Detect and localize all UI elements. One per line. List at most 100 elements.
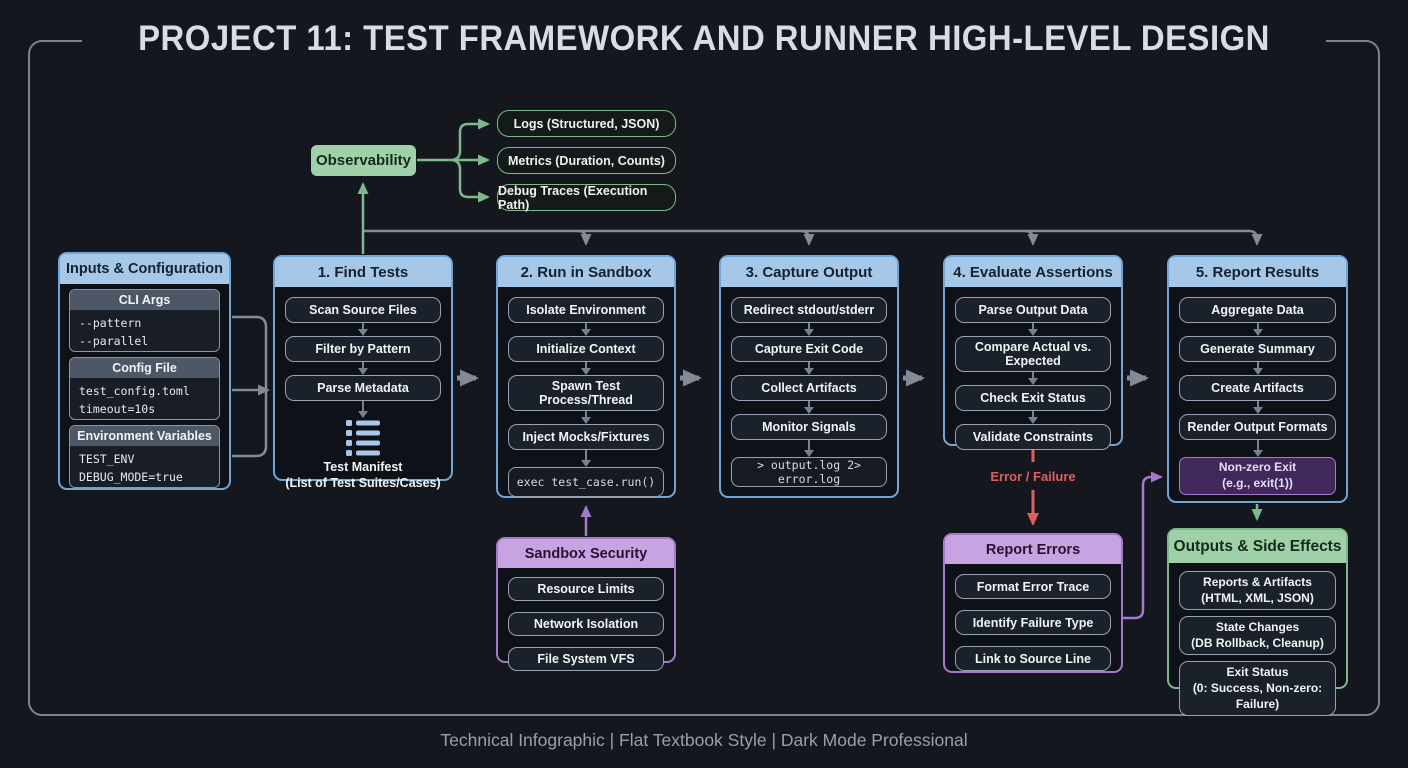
stage-run-in-sandbox: 2. Run in Sandbox Isolate Environment In… bbox=[496, 255, 676, 498]
stage-capture-output-header: 3. Capture Output bbox=[721, 257, 897, 287]
page-title: PROJECT 11: TEST FRAMEWORK AND RUNNER HI… bbox=[82, 19, 1326, 59]
observability-traces-box: Debug Traces (Execution Path) bbox=[497, 184, 676, 212]
state-changes-line2: (DB Rollback, Cleanup) bbox=[1191, 635, 1324, 650]
observability-metrics-box: Metrics (Duration, Counts) bbox=[497, 147, 676, 174]
outputs-side-effects-header: Outputs & Side Effects bbox=[1169, 530, 1346, 563]
step-collect-artifacts: Collect Artifacts bbox=[731, 375, 887, 401]
env-variables-title: Environment Variables bbox=[70, 426, 219, 446]
non-zero-exit-line1: Non-zero Exit bbox=[1218, 460, 1297, 475]
inputs-bracket-lines bbox=[232, 315, 270, 458]
cli-args-code: --pattern --parallel bbox=[79, 316, 149, 348]
observability-lines bbox=[357, 118, 490, 254]
down-arrow-icon bbox=[803, 362, 815, 375]
step-parse-metadata: Parse Metadata bbox=[285, 375, 441, 401]
item-format-error-trace: Format Error Trace bbox=[955, 574, 1111, 599]
stage-evaluate-assertions-header: 4. Evaluate Assertions bbox=[945, 257, 1121, 287]
footer-caption: Technical Infographic | Flat Textbook St… bbox=[440, 730, 968, 750]
stage-find-tests-header: 1. Find Tests bbox=[275, 257, 451, 287]
down-arrow-icon bbox=[357, 362, 369, 375]
spacer bbox=[945, 599, 1121, 610]
config-file-card: Config File test_config.toml timeout=10s bbox=[69, 357, 220, 420]
step-initialize-context: Initialize Context bbox=[508, 336, 664, 362]
config-file-code: test_config.toml timeout=10s bbox=[79, 384, 190, 416]
env-variables-card: Environment Variables TEST_ENV DEBUG_MOD… bbox=[69, 425, 220, 488]
cli-args-title: CLI Args bbox=[70, 290, 219, 310]
reports-artifacts-line1: Reports & Artifacts bbox=[1203, 575, 1312, 589]
inputs-configuration-header: Inputs & Configuration bbox=[60, 254, 229, 284]
down-arrow-icon bbox=[1252, 401, 1264, 414]
item-file-system-vfs: File System VFS bbox=[508, 647, 664, 671]
down-arrow-icon bbox=[580, 450, 592, 467]
reports-artifacts-line2: (HTML, XML, JSON) bbox=[1201, 590, 1314, 605]
item-link-to-source-line: Link to Source Line bbox=[955, 646, 1111, 671]
item-identify-failure-type: Identify Failure Type bbox=[955, 610, 1111, 635]
error-failure-label: Error / Failure bbox=[990, 469, 1076, 484]
config-file-title: Config File bbox=[70, 358, 219, 378]
step-validate-constraints: Validate Constraints bbox=[955, 424, 1111, 450]
stage-evaluate-assertions: 4. Evaluate Assertions Parse Output Data… bbox=[943, 255, 1123, 450]
down-arrow-icon bbox=[1027, 411, 1039, 424]
item-state-changes: State Changes (DB Rollback, Cleanup) bbox=[1179, 616, 1336, 656]
step-scan-source-files: Scan Source Files bbox=[285, 297, 441, 323]
item-network-isolation: Network Isolation bbox=[508, 612, 664, 636]
down-arrow-icon bbox=[1252, 362, 1264, 375]
list-icon bbox=[346, 420, 380, 456]
step-capture-exit-code: Capture Exit Code bbox=[731, 336, 887, 362]
observability-logs-box: Logs (Structured, JSON) bbox=[497, 110, 676, 137]
stage-capture-output: 3. Capture Output Redirect stdout/stderr… bbox=[719, 255, 899, 498]
exec-test-case-code: exec test_case.run() bbox=[508, 467, 664, 497]
observability-box: Observability bbox=[311, 145, 416, 176]
down-arrow-icon bbox=[580, 362, 592, 375]
stage-report-results-header: 5. Report Results bbox=[1169, 257, 1346, 287]
down-arrow-icon bbox=[803, 440, 815, 457]
down-arrow-icon bbox=[357, 401, 369, 418]
down-arrow-icon bbox=[580, 411, 592, 424]
env-variables-code: TEST_ENV DEBUG_MODE=true bbox=[79, 452, 183, 484]
test-manifest-line2: (List of Test Suites/Cases) bbox=[285, 476, 441, 491]
spacer bbox=[498, 636, 674, 647]
stage-run-in-sandbox-header: 2. Run in Sandbox bbox=[498, 257, 674, 287]
outputs-side-effects-panel: Outputs & Side Effects Reports & Artifac… bbox=[1167, 528, 1348, 717]
cli-args-card: CLI Args --pattern --parallel bbox=[69, 289, 220, 352]
step-parse-output-data: Parse Output Data bbox=[955, 297, 1111, 323]
sandbox-security-header: Sandbox Security bbox=[498, 539, 674, 568]
state-changes-line1: State Changes bbox=[1215, 620, 1300, 635]
step-generate-summary: Generate Summary bbox=[1179, 336, 1336, 362]
non-zero-exit-line2: (e.g., exit(1)) bbox=[1222, 476, 1293, 490]
top-rail-lines bbox=[363, 229, 1263, 246]
step-render-output-formats: Render Output Formats bbox=[1179, 414, 1336, 440]
spacer bbox=[945, 635, 1121, 646]
down-arrow-icon bbox=[803, 323, 815, 336]
item-exit-status: Exit Status (0: Success, Non-zero: Failu… bbox=[1179, 661, 1336, 717]
output-log-code: > output.log 2> error.log bbox=[731, 457, 887, 487]
down-arrow-icon bbox=[803, 401, 815, 414]
item-reports-artifacts: Reports & Artifacts (HTML, XML, JSON) bbox=[1179, 571, 1336, 611]
sandbox-security-panel: Sandbox Security Resource Limits Network… bbox=[496, 537, 676, 671]
step-create-artifacts: Create Artifacts bbox=[1179, 375, 1336, 401]
step-spawn-test-process: Spawn Test Process/Thread bbox=[508, 375, 664, 411]
test-manifest-line1: Test Manifest bbox=[323, 460, 403, 474]
report-errors-header: Report Errors bbox=[945, 535, 1121, 564]
step-redirect-stdout: Redirect stdout/stderr bbox=[731, 297, 887, 323]
exit-status-line2: (0: Success, Non-zero: Failure) bbox=[1192, 680, 1323, 711]
step-filter-by-pattern: Filter by Pattern bbox=[285, 336, 441, 362]
non-zero-exit-box: Non-zero Exit (e.g., exit(1)) bbox=[1179, 457, 1336, 495]
down-arrow-icon bbox=[1252, 323, 1264, 336]
down-arrow-icon bbox=[1252, 440, 1264, 457]
exit-status-line1: Exit Status bbox=[1226, 665, 1289, 680]
step-inject-mocks: Inject Mocks/Fixtures bbox=[508, 424, 664, 450]
test-manifest-label: Test Manifest (List of Test Suites/Cases… bbox=[275, 459, 451, 492]
step-monitor-signals: Monitor Signals bbox=[731, 414, 887, 440]
down-arrow-icon bbox=[1027, 372, 1039, 385]
down-arrow-icon bbox=[580, 323, 592, 336]
stage-find-tests: 1. Find Tests Scan Source Files Filter b… bbox=[273, 255, 453, 490]
step-compare-actual-expected: Compare Actual vs. Expected bbox=[955, 336, 1111, 372]
down-arrow-icon bbox=[357, 323, 369, 336]
step-check-exit-status: Check Exit Status bbox=[955, 385, 1111, 411]
stage-report-results: 5. Report Results Aggregate Data Generat… bbox=[1167, 255, 1348, 503]
down-arrow-icon bbox=[1027, 323, 1039, 336]
inputs-configuration-panel: Inputs & Configuration CLI Args --patter… bbox=[58, 252, 231, 490]
step-isolate-environment: Isolate Environment bbox=[508, 297, 664, 323]
spacer bbox=[498, 601, 674, 612]
